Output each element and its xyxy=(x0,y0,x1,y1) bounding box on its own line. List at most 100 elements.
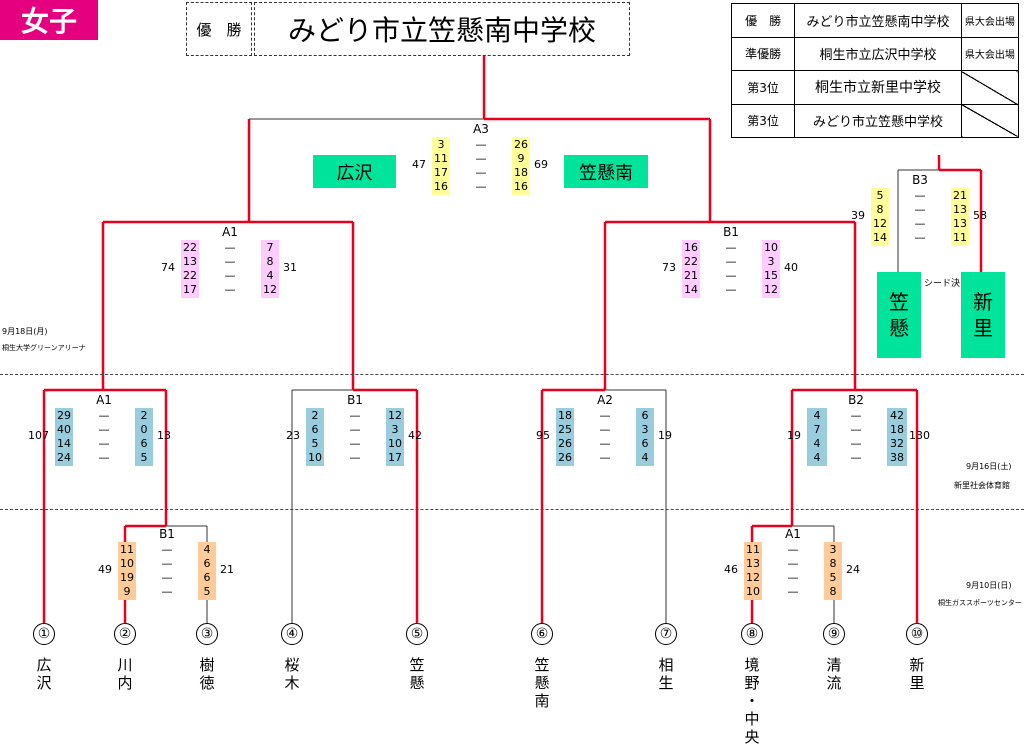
results-note: 県大会出場 xyxy=(960,36,1020,71)
period-score: 12 xyxy=(873,217,887,230)
team-name: 川内 xyxy=(115,656,135,692)
dash-mark: — xyxy=(914,189,926,202)
results-row: 準優勝 桐生市立広沢中学校 県大会出場 xyxy=(730,36,1020,71)
period-score: 19 xyxy=(120,571,134,584)
team-number: ⑦ xyxy=(655,623,677,645)
dash-mark: — xyxy=(914,217,926,230)
dash-mark: — xyxy=(599,451,611,464)
day1-venue: 桐生ガススポーツセンター xyxy=(938,599,1022,607)
dash-mark: — xyxy=(787,543,799,556)
team-name-char: 樹 xyxy=(199,656,215,674)
results-rank: 第3位 xyxy=(730,70,796,105)
game-label: B1 xyxy=(159,527,175,541)
team-name-char: 流 xyxy=(826,674,842,692)
day1-date: 9月10日(日) xyxy=(966,581,1012,590)
dash-mark: — xyxy=(349,409,361,422)
team-name-char: 懸 xyxy=(534,674,550,692)
dash-mark: — xyxy=(475,152,487,165)
category-badge: 女子 xyxy=(0,0,98,40)
period-score: 5 xyxy=(876,189,884,202)
period-score: 25 xyxy=(558,423,572,436)
dash-mark: — xyxy=(224,269,236,282)
team-name: 桜木 xyxy=(282,656,302,692)
total-score-right: 31 xyxy=(283,261,297,274)
period-score: 10 xyxy=(764,241,778,254)
period-score: 3 xyxy=(767,255,775,268)
period-score: 4 xyxy=(813,409,821,422)
dash-mark: — xyxy=(161,571,173,584)
team-name-char: 内 xyxy=(117,674,133,692)
results-row: 第3位 みどり市立笠懸中学校 xyxy=(730,103,1020,138)
period-score: 6 xyxy=(311,423,319,436)
period-score: 8 xyxy=(829,585,837,598)
game-label: B2 xyxy=(848,393,864,407)
total-score-left: 19 xyxy=(787,429,801,442)
results-table: 優 勝 みどり市立笠懸南中学校 県大会出場 準優勝 桐生市立広沢中学校 県大会出… xyxy=(730,3,1020,138)
dash-mark: — xyxy=(224,241,236,254)
dash-mark: — xyxy=(787,585,799,598)
period-score: 3 xyxy=(829,543,837,556)
results-row: 第3位 桐生市立新里中学校 xyxy=(730,70,1020,105)
dash-mark: — xyxy=(349,423,361,436)
day3-date: 9月18日(月) xyxy=(2,327,48,336)
period-score: 0 xyxy=(140,423,148,436)
game-label: A3 xyxy=(473,122,489,136)
team-name-char: 川 xyxy=(117,656,133,674)
total-score-left: 73 xyxy=(662,261,676,274)
period-score: 3 xyxy=(391,423,399,436)
team-name: 境野・中央 xyxy=(742,656,762,746)
team-name: 樹徳 xyxy=(197,656,217,692)
total-score-right: 130 xyxy=(909,429,930,442)
team-number: ② xyxy=(114,623,136,645)
dash-mark: — xyxy=(850,437,862,450)
period-score: 12 xyxy=(263,283,277,296)
score-separator: ———— xyxy=(348,409,362,465)
period-score: 10 xyxy=(388,437,402,450)
dash-mark: — xyxy=(98,409,110,422)
game-label: A1 xyxy=(96,393,112,407)
period-score: 24 xyxy=(57,451,71,464)
round-divider xyxy=(0,509,1024,510)
team-name-char: 桜 xyxy=(284,656,300,674)
period-score: 13 xyxy=(746,557,760,570)
dash-mark: — xyxy=(599,409,611,422)
period-score: 29 xyxy=(57,409,71,422)
total-score-right: 13 xyxy=(157,429,171,442)
team-number: ④ xyxy=(281,623,303,645)
game-label: B1 xyxy=(347,393,363,407)
period-score: 11 xyxy=(120,543,134,556)
period-score: 26 xyxy=(514,138,528,151)
dash-mark: — xyxy=(725,241,737,254)
period-score: 4 xyxy=(813,437,821,450)
period-score: 5 xyxy=(829,571,837,584)
dash-mark: — xyxy=(914,203,926,216)
team-name-char: 野 xyxy=(744,674,760,692)
dash-mark: — xyxy=(850,409,862,422)
period-score: 6 xyxy=(641,409,649,422)
period-score: 12 xyxy=(388,409,402,422)
period-score: 18 xyxy=(558,409,572,422)
period-score: 13 xyxy=(183,255,197,268)
period-score: 17 xyxy=(434,166,448,179)
team-name-char: 境 xyxy=(744,656,760,674)
period-score: 4 xyxy=(641,451,649,464)
team-name: 新里 xyxy=(907,656,927,692)
team-number: ⑥ xyxy=(531,623,553,645)
seed-team-right: 新里 xyxy=(961,272,1005,358)
period-score: 42 xyxy=(890,409,904,422)
period-score: 6 xyxy=(140,437,148,450)
period-score: 9 xyxy=(123,585,131,598)
day2-date: 9月16日(土) xyxy=(966,462,1012,471)
results-note-empty xyxy=(960,70,1020,105)
results-rank: 準優勝 xyxy=(730,36,796,71)
results-school: みどり市立笠懸南中学校 xyxy=(794,3,962,38)
team-name: 笠懸 xyxy=(407,656,427,692)
score-separator: ———— xyxy=(786,543,800,599)
period-score: 16 xyxy=(514,180,528,193)
